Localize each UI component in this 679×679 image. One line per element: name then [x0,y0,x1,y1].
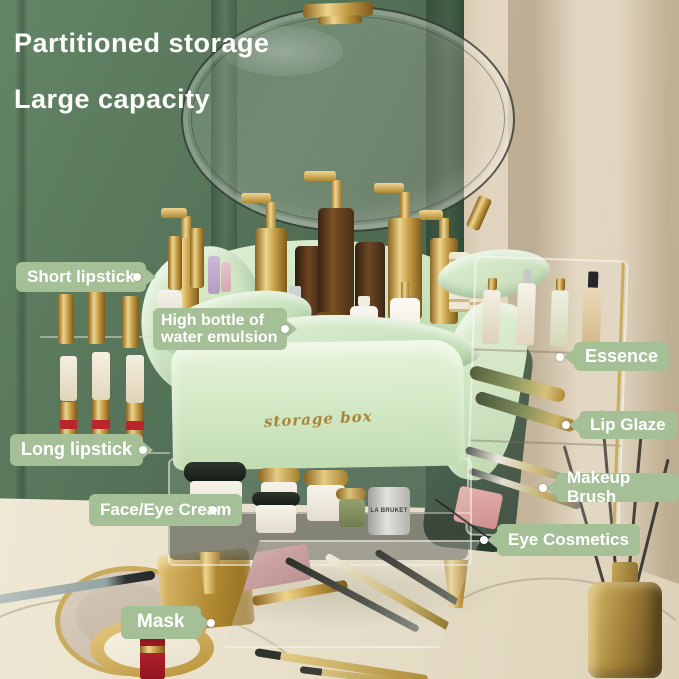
cosmetic-tube [221,262,231,292]
callout-dot [139,446,147,454]
reed-diffuser-bottle [588,582,662,678]
lid-reflection [223,26,343,76]
callout-dot [562,421,570,429]
cream-jar-lid [258,468,300,483]
lipstick [168,236,182,290]
short-lipstick [88,290,105,344]
callout-dot [207,619,215,627]
silver-jar: LA BRUKET [368,487,410,535]
callout-face-eye-cream: Face/Eye Cream [89,494,243,526]
wall-molding [16,0,27,508]
cream-jar-lid [252,492,300,506]
cream-jar-lid [304,470,348,486]
callout-dot [480,536,488,544]
callout-makeup-brush: Makeup Brush [556,468,679,505]
pump-bottle [304,171,354,320]
dropper-bottle [581,271,602,348]
red-lipstick [140,634,165,679]
short-lipstick [122,296,139,348]
short-lipstick [58,294,74,344]
callout-dot [556,353,564,361]
jar-brand-label: LA BRUKET [370,508,408,514]
green-jar [339,499,365,527]
cream-jar [256,505,296,533]
callout-dot [539,484,547,492]
headline-line2: Large capacity [14,84,211,114]
callout-high-bottle: High bottle of water emulsion [153,308,287,350]
essence-bottle [481,277,501,345]
essence-spray-bottle [515,269,536,346]
callout-dot [209,506,217,514]
callout-dot [133,273,141,281]
box-front-panel: storage box [170,339,466,471]
callout-lip-glaze: Lip Glaze [579,411,677,439]
lid-handle-base [317,15,363,25]
rack-shelf-line [470,439,621,447]
cosmetic-tube [208,256,220,294]
transparent-lid-dome [181,6,515,232]
essence-bottle [549,278,569,347]
cream-jar-lid [184,462,246,482]
callout-essence: Essence [574,342,670,371]
storage-box-script-text: storage box [263,407,373,431]
callout-eye-cosmetics: Eye Cosmetics [497,524,640,556]
callout-mask: Mask [121,606,201,639]
callout-dot [281,325,289,333]
cream-jar-lid [336,488,366,500]
open-drawer-tray [224,540,480,648]
headline-line1: Partitioned storage [14,28,270,58]
callout-short-lipstick: Short lipstick [16,262,146,292]
gold-foot [199,552,221,594]
lipstick [190,228,204,288]
callout-long-lipstick: Long lipstick [10,434,144,466]
